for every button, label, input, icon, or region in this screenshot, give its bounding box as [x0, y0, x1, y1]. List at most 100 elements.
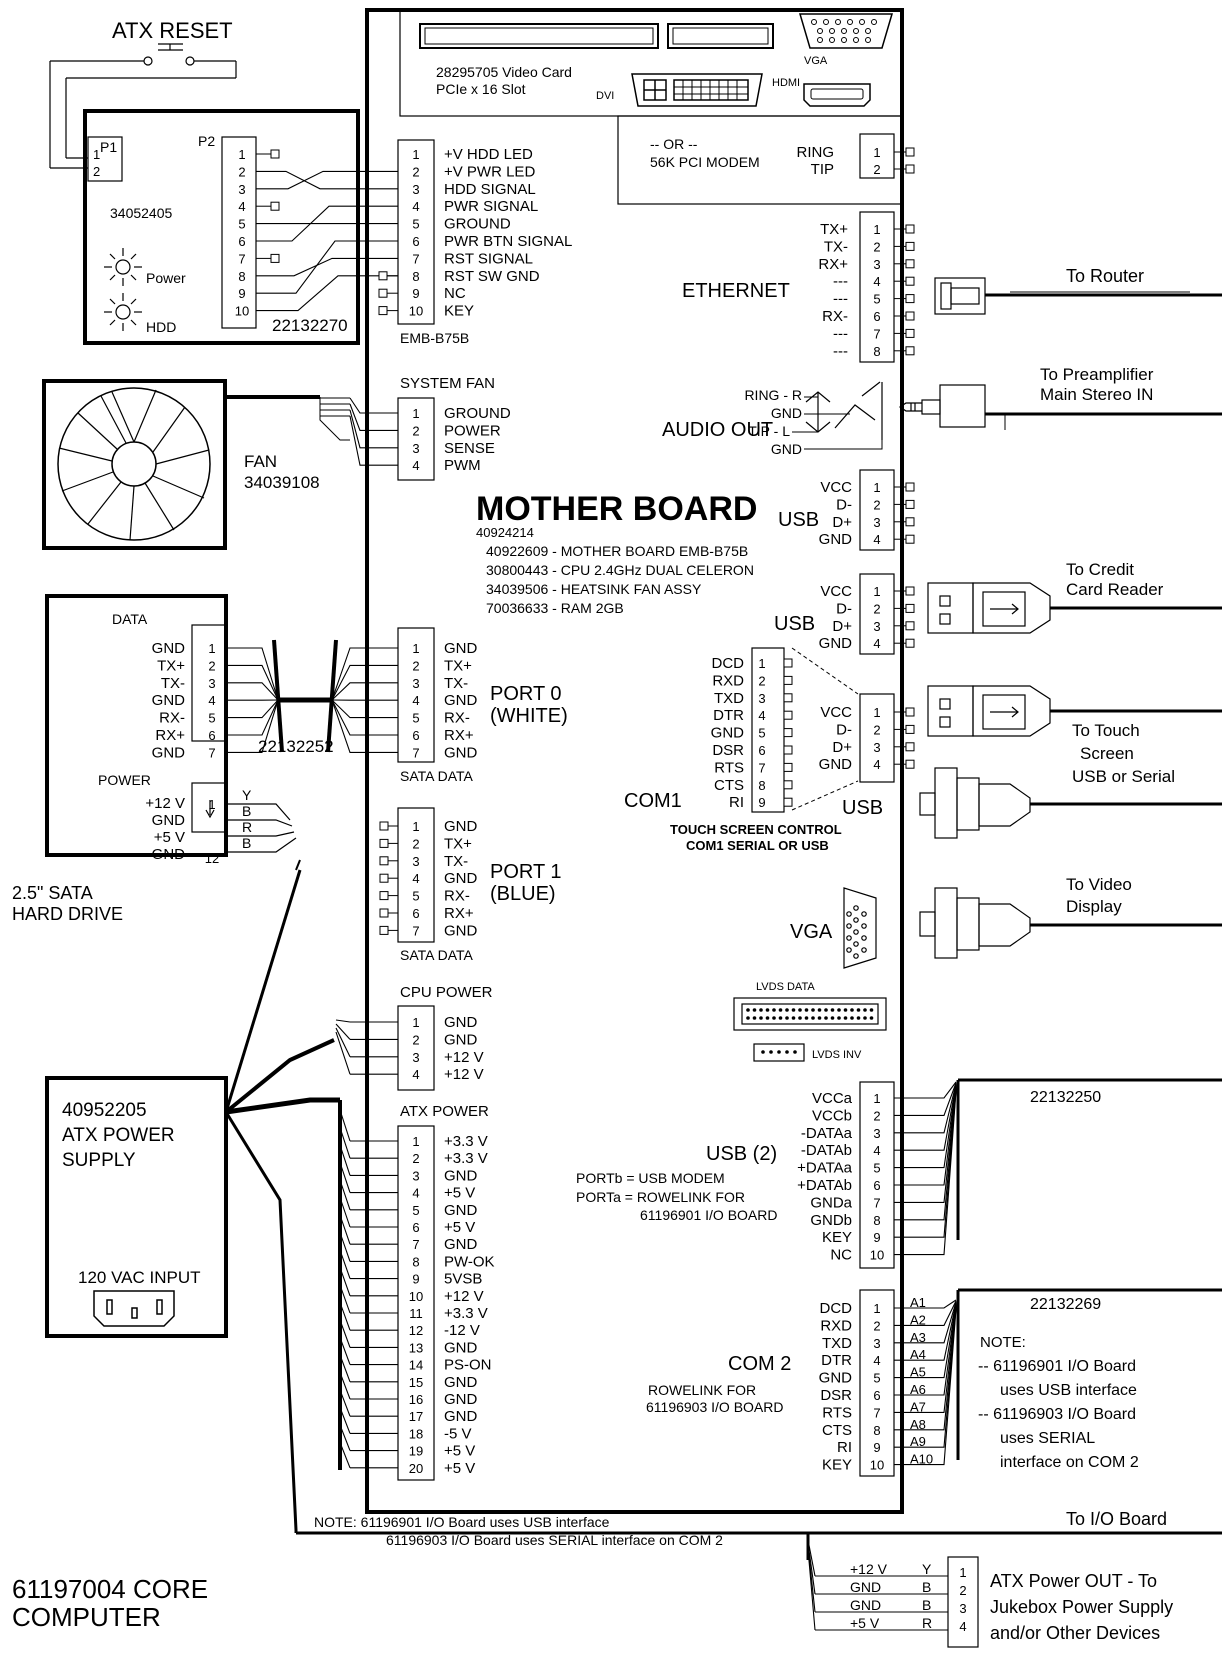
- lvds-data: LVDS DATA: [756, 981, 815, 993]
- pin-block: [397, 1125, 435, 1481]
- atx-pin-label: GND: [444, 1339, 478, 1356]
- psu-line: SUPPLY: [62, 1150, 136, 1171]
- audio-pin-label: GND: [771, 405, 802, 421]
- to-router: To Router: [1066, 266, 1144, 286]
- hdd-pin-label: GND: [152, 692, 186, 709]
- atx-pin-number: 12: [409, 1323, 423, 1338]
- com1-usb-label: USB: [842, 797, 883, 819]
- header-pin-label: HDD SIGNAL: [444, 181, 536, 198]
- atx-out-pin-label: +5 V: [850, 1615, 880, 1631]
- p2-pin-number: 6: [238, 234, 245, 249]
- com2-side-note: -- 61196901 I/O Board: [978, 1358, 1136, 1375]
- modem-pin-number: 1: [873, 145, 880, 160]
- header-pin-number: 2: [412, 164, 419, 179]
- cpu-pin-number: 3: [412, 1050, 419, 1065]
- video-card-part: 28295705 Video Card: [436, 64, 572, 80]
- atx-out-pin-number: 2: [959, 1583, 966, 1598]
- pin-square: [783, 658, 793, 668]
- usb1-pin-number: 2: [873, 497, 880, 512]
- hdd-power-pin: +5 V: [154, 829, 185, 846]
- pin-block: [859, 1289, 895, 1477]
- hdd-pin-label: GND: [152, 640, 186, 657]
- com2-wire-label: A9: [910, 1434, 926, 1449]
- wire: [894, 1308, 957, 1466]
- com2-pin-number: 1: [873, 1301, 880, 1316]
- usb-header-pin-label: VCCa: [812, 1090, 853, 1107]
- wire: [224, 1038, 335, 1114]
- cpu-pin-label: +12 V: [444, 1066, 484, 1083]
- p2-label: P2: [198, 133, 215, 149]
- usb2-pin-label: D+: [832, 618, 852, 635]
- port1-caption: SATA DATA: [400, 947, 474, 963]
- main-stereo-in: Main Stereo IN: [1040, 385, 1153, 404]
- to-touch: To Touch: [1072, 721, 1140, 740]
- com2-pin-label: TXD: [822, 1335, 852, 1352]
- emb-header-name: EMB-B75B: [400, 330, 469, 346]
- wire: [349, 409, 398, 449]
- com2-pin-label: GND: [819, 1370, 853, 1387]
- com1-dashed-links: [791, 647, 859, 811]
- usb2-pin-number: 3: [873, 619, 880, 634]
- header-pin-number: 5: [412, 217, 419, 232]
- pin-square: [270, 149, 280, 159]
- hdd-power-pin: GND: [152, 846, 186, 863]
- port0-label-2: (WHITE): [490, 705, 568, 727]
- usb2-pin-label: VCC: [820, 583, 852, 600]
- pin-square: [783, 675, 793, 685]
- eth-pin-number: 5: [873, 292, 880, 307]
- fan-icon: [42, 379, 227, 550]
- vga-card-label: VGA: [804, 55, 828, 67]
- port0-pin-label: GND: [444, 744, 478, 761]
- atx-pin-number: 8: [412, 1254, 419, 1269]
- cpu-pin-label: GND: [444, 1014, 478, 1031]
- pin-block: [947, 1556, 979, 1648]
- atx-pin-label: 5VSB: [444, 1271, 482, 1288]
- com1-pin-number: 6: [758, 743, 765, 758]
- vga-port-icon: [798, 13, 894, 49]
- wire: [894, 1300, 957, 1326]
- touch-caption-1: TOUCH SCREEN CONTROL: [670, 822, 842, 837]
- psu-line: ATX POWER: [62, 1125, 175, 1146]
- fan-label: FAN: [244, 452, 277, 471]
- pin-square: [905, 164, 915, 174]
- port0-pin-number: 4: [412, 693, 419, 708]
- port1-pin-number: 6: [412, 906, 419, 921]
- com1-usb-pin-number: 4: [873, 757, 880, 772]
- atx-pin-number: 10: [409, 1289, 423, 1304]
- atx-out-wire: R: [922, 1615, 932, 1631]
- bottom-note-1: NOTE: 61196901 I/O Board uses USB interf…: [314, 1514, 610, 1530]
- front-panel-cable: 22132270: [272, 316, 348, 335]
- atx-pin-number: 17: [409, 1409, 423, 1424]
- pin-square: [905, 586, 915, 596]
- eth-pin-label: TX+: [820, 221, 848, 238]
- fan-pin-number: 2: [412, 423, 419, 438]
- com1-pin-label: DSR: [712, 742, 744, 759]
- wire: [894, 1303, 957, 1379]
- psu-part: 40952205: [62, 1100, 147, 1121]
- header-pin-number: 4: [412, 199, 419, 214]
- wire: [349, 403, 398, 431]
- com2-pin-number: 8: [873, 1423, 880, 1438]
- com1-pin-label: RTS: [714, 759, 744, 776]
- wire: [894, 1299, 957, 1309]
- wires: [224, 151, 1222, 1631]
- pin-block: [859, 133, 895, 179]
- serial-plug-icon: [919, 767, 1031, 839]
- usb1-label: USB: [778, 509, 819, 531]
- hdd-label-2: HARD DRIVE: [12, 904, 123, 924]
- hdd-pin-number: 3: [208, 676, 215, 691]
- to-credit: To Credit: [1066, 560, 1134, 579]
- com1-pin-number: 7: [758, 760, 765, 775]
- usb-plug-card-reader-icon: [927, 582, 1051, 634]
- usb1-pin-label: VCC: [820, 479, 852, 496]
- hdd-power-num: 12: [205, 851, 219, 866]
- usb-header-note: 61196901 I/O BOARD: [640, 1207, 777, 1223]
- pin-square: [905, 517, 915, 527]
- pin-square: [270, 253, 280, 263]
- com2-note: 61196903 I/O BOARD: [646, 1399, 783, 1415]
- com2-pin-label: RTS: [822, 1404, 852, 1421]
- header-pin-number: 9: [412, 286, 419, 301]
- pin-square: [905, 499, 915, 509]
- p2-pin-number: 7: [238, 251, 245, 266]
